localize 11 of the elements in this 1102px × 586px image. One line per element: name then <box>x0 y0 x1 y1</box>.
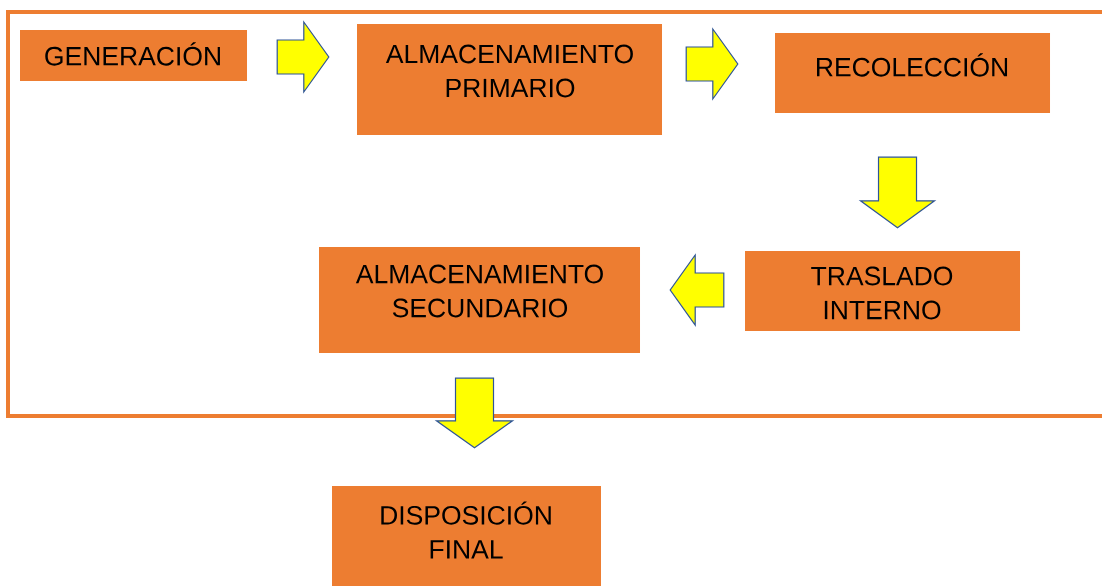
process-box: TRASLADO INTERNO <box>745 251 1020 331</box>
block-arrow <box>434 377 515 449</box>
process-box: RECOLECCIÓN <box>775 33 1050 113</box>
process-box: DISPOSICIÓN FINAL <box>332 486 601 586</box>
block-arrow <box>685 27 739 101</box>
block-arrow <box>669 253 725 327</box>
block-arrow <box>276 20 330 94</box>
block-arrow <box>858 156 937 229</box>
process-box: GENERACIÓN <box>20 30 247 81</box>
process-box: ALMACENAMIENTO PRIMARIO <box>357 24 662 135</box>
process-box: ALMACENAMIENTO SECUNDARIO <box>319 247 640 353</box>
